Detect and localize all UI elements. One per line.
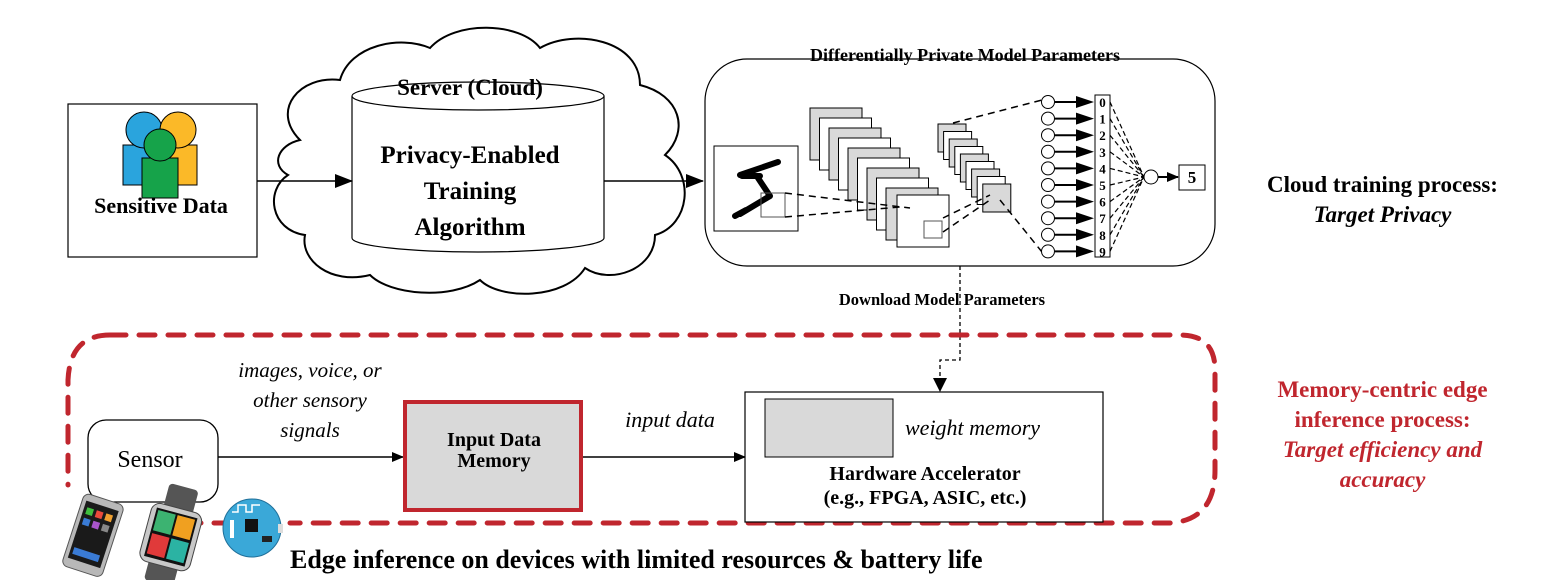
output-digit-label: 9 [1099, 244, 1106, 259]
input-data-label: input data [625, 407, 715, 432]
feature-map [982, 183, 1012, 213]
signals-line-1: images, voice, or [238, 358, 382, 382]
fan-in-line [1109, 134, 1145, 178]
download-label: Download Model Parameters [838, 290, 1046, 309]
fc-node [1041, 144, 1055, 159]
weight-memory-block [764, 398, 894, 458]
fan-in-line [1109, 176, 1145, 203]
output-digits: 0 12 34 5 67 89 [1099, 95, 1106, 259]
fc-node [1041, 95, 1055, 109]
weight-memory-label: weight memory [905, 415, 1041, 440]
edge-process-title-2: inference process: [1294, 407, 1471, 432]
fc-arrowhead [1076, 228, 1094, 241]
algorithm-line-1: Privacy-Enabled [380, 142, 560, 169]
output-digit-label: 0 [1099, 95, 1106, 110]
cloud-process-target: Target Privacy [1313, 202, 1452, 227]
sensitive-data-label: Sensitive Data [94, 193, 228, 218]
fan-in-line [1109, 176, 1145, 236]
download-arrow [939, 266, 961, 378]
input-memory-line-2: Memory [457, 450, 531, 472]
output-digit-label: 6 [1099, 195, 1106, 210]
fc-node [1041, 227, 1055, 242]
sensor-label: Sensor [117, 447, 183, 473]
server-title: Server (Cloud) [397, 75, 543, 100]
fc-node [1041, 194, 1055, 209]
input-data-memory-box [403, 400, 583, 512]
algorithm-line-3: Algorithm [414, 214, 526, 241]
output-digit-label: 2 [1099, 128, 1106, 143]
fan-in-line [1109, 151, 1145, 178]
output-fan-in-lines [1109, 101, 1145, 252]
algorithm-line-2: Training [423, 178, 517, 205]
fc-node [1041, 211, 1055, 226]
fc-arrowhead [1076, 179, 1094, 191]
fc-arrowhead [1076, 195, 1094, 208]
output-digit-column [1094, 94, 1111, 258]
conv-feature-maps-2 [937, 123, 1012, 213]
edge-process-target-2: accuracy [1339, 467, 1426, 492]
iot-board-icon [222, 498, 283, 558]
fan-in-line [1109, 176, 1145, 252]
output-digit-label: 8 [1099, 228, 1106, 243]
fan-in-line [1109, 176, 1145, 186]
output-digit-label: 4 [1099, 161, 1106, 176]
fan-in-line [1109, 176, 1145, 219]
signals-line-3: signals [280, 418, 340, 442]
input-memory-line-1: Input Data [447, 429, 541, 451]
fc-node [1041, 178, 1055, 192]
fc-arrowhead [1076, 162, 1094, 175]
fc-arrowhead [1076, 96, 1094, 108]
input-memory-label: Input Data Memory [408, 430, 580, 472]
fc-arrowhead [1076, 245, 1094, 258]
accelerator-line-2: (e.g., FPGA, ASIC, etc.) [823, 487, 1027, 509]
argmax-node [1143, 169, 1159, 185]
edge-process-title-1: Memory-centric edge [1277, 377, 1488, 402]
fully-connected-layer [1041, 95, 1094, 259]
receptive-field-lines [784, 99, 1043, 253]
fc-node [1041, 161, 1055, 176]
prediction-box [1178, 164, 1206, 191]
digit-five-image [713, 145, 799, 232]
model-title: Differentially Private Model Parameters [809, 45, 1121, 65]
output-digit-label: 3 [1099, 145, 1106, 160]
cloud-process-caption: Cloud training process: Target Privacy [1225, 170, 1540, 230]
download-arrowhead [933, 378, 947, 392]
people-group-icon [122, 111, 198, 199]
fc-node [1041, 128, 1055, 143]
smartwatch-icon [139, 483, 203, 580]
accelerator-label: Hardware Accelerator (e.g., FPGA, ASIC, … [775, 462, 1075, 510]
output-digit-label: 1 [1099, 112, 1106, 127]
smartphone-icon [62, 493, 124, 577]
fan-in-line [1109, 118, 1145, 178]
fc-arrowhead [1076, 212, 1094, 225]
fc-node [1041, 244, 1055, 259]
edge-process-caption: Memory-centric edge inference process: T… [1225, 375, 1540, 495]
fc-node [1041, 111, 1055, 126]
output-digit-label: 5 [1099, 178, 1106, 193]
fc-arrowhead [1076, 112, 1094, 125]
signals-line-2: other sensory [253, 388, 367, 412]
fan-in-line [1109, 167, 1145, 178]
conv-window [923, 220, 943, 239]
conv-feature-maps-1 [809, 107, 950, 248]
edge-footer-caption: Edge inference on devices with limited r… [290, 545, 983, 574]
sensor-box [87, 419, 219, 503]
fc-arrowhead [1076, 145, 1094, 158]
prediction-label: 5 [1187, 168, 1197, 187]
edge-process-target-1: Target efficiency and [1282, 437, 1483, 462]
cloud-process-title: Cloud training process: [1267, 172, 1498, 197]
algorithm-label: Privacy-Enabled Training Algorithm [350, 138, 590, 246]
fc-arrowhead [1076, 129, 1094, 142]
accelerator-line-1: Hardware Accelerator [829, 463, 1021, 485]
output-digit-label: 7 [1099, 211, 1106, 226]
signals-label: images, voice, or other sensory signals [200, 355, 420, 445]
algorithm-cylinder [351, 81, 605, 253]
fan-in-line [1109, 101, 1145, 178]
